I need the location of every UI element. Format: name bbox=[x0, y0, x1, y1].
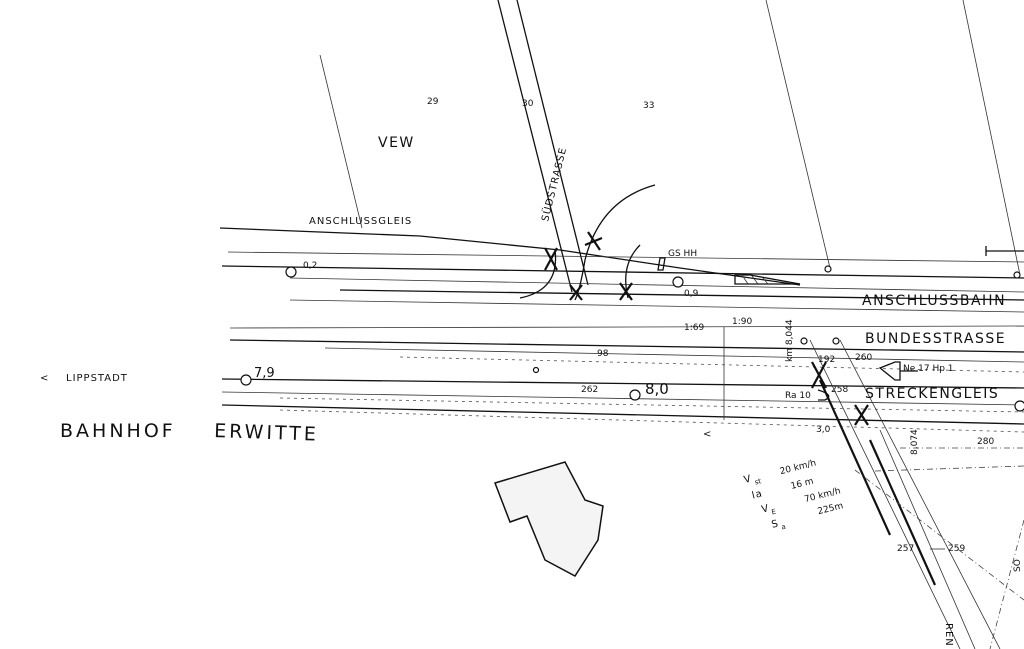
param-value: 16 m bbox=[790, 477, 815, 492]
number-257: 257 bbox=[897, 544, 914, 554]
direction-arrow: < bbox=[40, 373, 49, 384]
bundesstrasse-label: BUNDESSTRASSE bbox=[865, 331, 1006, 347]
owner-label: VEW bbox=[378, 135, 415, 151]
parcel-33: 33 bbox=[643, 101, 654, 111]
switch-marks bbox=[544, 231, 869, 426]
number-258: 258 bbox=[831, 385, 848, 395]
suedstrasse-road bbox=[497, 0, 589, 293]
anschlussgleis-track bbox=[219, 227, 801, 286]
param-sym: la bbox=[751, 488, 764, 501]
streckengleis-label: STRECKENGLEIS bbox=[865, 386, 999, 402]
tracks bbox=[221, 251, 1024, 472]
number-262: 262 bbox=[581, 385, 598, 395]
km-3-0: 3,0 bbox=[816, 425, 831, 435]
street-label: SÜDSTRASSE bbox=[538, 146, 569, 223]
param-value: 20 km/h bbox=[779, 458, 817, 477]
ren-label: REN bbox=[943, 623, 954, 647]
number-192: 192 bbox=[818, 355, 835, 365]
ne17-hp1-label: Ne 17 Hp 1 bbox=[903, 364, 954, 374]
number-260: 260 bbox=[855, 353, 872, 363]
number-259: 259 bbox=[948, 544, 965, 554]
param-sym: V bbox=[760, 503, 770, 516]
ra10-label: Ra 10 bbox=[785, 391, 811, 401]
param-sym: S bbox=[770, 518, 780, 530]
km-7-9: 7,9 bbox=[254, 366, 275, 381]
direction-lippstadt: LIPPSTADT bbox=[66, 373, 128, 384]
anschlussbahn-label: ANSCHLUSSBAHN bbox=[862, 293, 1006, 309]
param-sym: V bbox=[743, 474, 753, 487]
parcel-29: 29 bbox=[427, 97, 439, 107]
parcel-30: 30 bbox=[522, 99, 534, 109]
station-name: BAHNHOF bbox=[60, 420, 176, 442]
so-label: SO bbox=[1013, 559, 1023, 572]
param-sub: E bbox=[771, 508, 777, 517]
gradient-1-90: 1:90 bbox=[732, 317, 752, 327]
siding-label: ANSCHLUSSGLEIS bbox=[309, 216, 412, 227]
km-markers bbox=[240, 265, 1024, 412]
gradient-1-69: 1:69 bbox=[684, 323, 704, 333]
km-8-074: 8,074 bbox=[910, 429, 920, 455]
building bbox=[494, 461, 604, 577]
param-sub: st bbox=[754, 477, 762, 486]
param-sub: a bbox=[781, 523, 787, 532]
km-0-2: 0,2 bbox=[303, 261, 317, 271]
boundary-lines bbox=[319, 0, 1021, 276]
signals bbox=[657, 246, 1024, 401]
station-place: ERWITTE bbox=[214, 420, 319, 446]
arrow-mark: < bbox=[703, 429, 712, 440]
km-0-9: 0,9 bbox=[684, 289, 699, 299]
param-value: 225m bbox=[817, 501, 845, 517]
number-98: 98 bbox=[597, 349, 609, 359]
km-8-044: km 8,044 bbox=[785, 319, 795, 362]
number-280: 280 bbox=[977, 437, 994, 447]
km-8-0: 8,0 bbox=[645, 380, 669, 398]
branch-tracks bbox=[519, 184, 1024, 649]
gs-hh-label: GS HH bbox=[668, 249, 697, 259]
parameter-table: V st 20 km/h la 16 m V E 70 km/h S a 225… bbox=[743, 458, 845, 532]
